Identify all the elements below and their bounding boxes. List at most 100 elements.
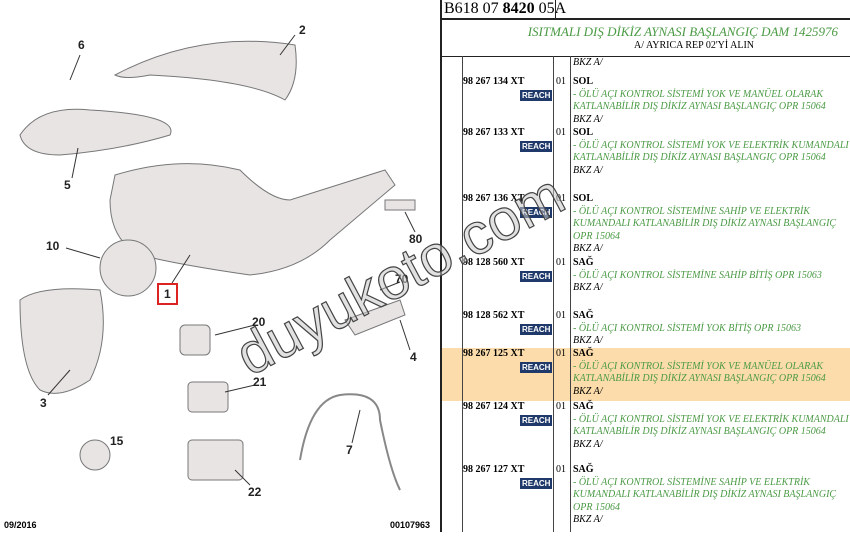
callout-20: 20 [252,315,266,329]
description-text: - ÖLÜ AÇI KONTROL SİSTEMİ YOK VE ELEKTRİ… [573,413,849,438]
reach-badge: REACH [520,478,553,489]
part-row[interactable]: 98 267 133 XT REACH 01 SOL- ÖLÜ AÇI KONT… [442,127,850,193]
callout-7: 7 [346,443,353,457]
quantity: 01 [556,401,566,412]
side-label: SOL [573,76,594,87]
side-label: SAĞ [573,464,594,475]
switch-22-shape [187,439,244,481]
part-description: SAĞ- ÖLÜ AÇI KONTROL SİSTEMİ YOK VE MANÜ… [573,348,850,398]
cable-7-shape [299,393,401,491]
side-label: SAĞ [573,348,594,359]
parts-diagram: 6 2 5 10 1 80 70 20 4 3 21 15 7 22 09/20… [4,23,431,530]
callout-21: 21 [253,375,267,389]
description-text: - ÖLÜ AÇI KONTROL SİSTEMİ YOK VE MANÜEL … [573,360,826,385]
reach-badge: REACH [520,324,553,335]
part-number: 98 267 136 XT [463,193,525,204]
description-text: - ÖLÜ AÇI KONTROL SİSTEMİNE SAHİP VE ELE… [573,205,837,242]
callout-80: 80 [409,232,423,246]
side-label: SOL [573,193,594,204]
column-line [570,56,571,532]
side-label: SAĞ [573,310,594,321]
quantity: 01 [556,257,566,268]
cap-15-shape [79,439,111,471]
quantity: 01 [556,76,566,87]
part-description: SAĞ- ÖLÜ AÇI KONTROL SİSTEMİNE SAHİP VE … [573,464,850,527]
description-text: - ÖLÜ AÇI KONTROL SİSTEMİ YOK VE ELEKTRİ… [573,139,849,164]
description-text: - ÖLÜ AÇI KONTROL SİSTEMİ YOK VE MANÜEL … [573,88,826,113]
column-line [462,56,463,532]
reach-badge: REACH [520,141,553,152]
part-row[interactable]: 98 267 124 XT REACH 01 SAĞ- ÖLÜ AÇI KONT… [442,401,850,464]
quantity: 01 [556,127,566,138]
side-label: SOL [573,127,594,138]
motor-shape [99,239,157,297]
callout-3: 3 [40,396,47,410]
part-description: SOL- ÖLÜ AÇI KONTROL SİSTEMİ YOK VE ELEK… [573,127,850,177]
part-description: SOL- ÖLÜ AÇI KONTROL SİSTEMİ YOK VE MANÜ… [573,76,850,126]
part-4-shape [344,299,406,336]
diagram-date: 09/2016 [4,520,37,530]
callout-15: 15 [110,434,124,448]
part-description: SAĞ- ÖLÜ AÇI KONTROL SİSTEMİ YOK VE ELEK… [573,401,850,451]
note: BKZ A/ [573,282,603,293]
part-number: 98 128 562 XT [463,310,525,321]
part-row[interactable]: 98 128 562 XT REACH 01 SAĞ- ÖLÜ AÇI KONT… [442,310,850,348]
part-description: SAĞ- ÖLÜ AÇI KONTROL SİSTEMİNE SAHİP BİT… [573,257,850,295]
side-label: SAĞ [573,257,594,268]
reach-badge: REACH [520,362,553,373]
part-row[interactable]: 98 267 134 XT REACH 01 SOL- ÖLÜ AÇI KONT… [442,76,850,127]
switch-20-shape [179,324,211,356]
reach-badge: REACH [520,207,553,218]
part-row[interactable]: 98 267 125 XT REACH 01 SAĞ- ÖLÜ AÇI KONT… [442,348,850,401]
divider [555,0,556,18]
reach-badge: REACH [520,90,553,101]
note: BKZ A/ [573,243,603,254]
part-number: 98 128 560 XT [463,257,525,268]
section-title: ISITMALI DIŞ DİKİZ AYNASI BAŞLANGIÇ DAM … [527,24,838,39]
part-number: 98 267 127 XT [463,464,525,475]
part-description: SOL- ÖLÜ AÇI KONTROL SİSTEMİNE SAHİP VE … [573,193,850,256]
part-number: 98 267 125 XT [463,348,525,359]
indicator-shape [19,108,172,156]
switch-21-shape [187,381,229,413]
callout-70: 70 [395,272,409,286]
note: BKZ A/ [573,164,603,176]
part-row[interactable]: 98 267 136 XT REACH 01 SOL- ÖLÜ AÇI KONT… [442,193,850,257]
note: BKZ A/ [573,514,603,525]
description-text: - ÖLÜ AÇI KONTROL SİSTEMİNE SAHİP VE ELE… [573,476,837,513]
divider [442,56,850,57]
first-note: BKZ A/ [573,57,603,68]
part-number: 98 267 134 XT [463,76,525,87]
side-label: SAĞ [573,401,594,412]
callout-10: 10 [46,239,60,253]
note: BKZ A/ [573,113,603,125]
part-description: SAĞ- ÖLÜ AÇI KONTROL SİSTEMİ YOK BİTİŞ O… [573,310,850,348]
note: BKZ A/ [573,385,603,397]
quantity: 01 [556,193,566,204]
note: BKZ A/ [573,335,603,346]
mirror-cover-shape [113,40,297,101]
column-line [553,56,554,532]
description-text: - ÖLÜ AÇI KONTROL SİSTEMİNE SAHİP BİTİŞ … [573,269,822,281]
reach-badge: REACH [520,415,553,426]
part-80-shape [384,199,416,211]
quantity: 01 [556,310,566,321]
note: BKZ A/ [573,438,603,450]
reference-code: B618 07 8420 05A [444,0,567,17]
part-row[interactable]: 98 128 560 XT REACH 01 SAĞ- ÖLÜ AÇI KONT… [442,257,850,310]
diagram-number: 00107963 [390,520,431,530]
callout-22: 22 [248,485,262,499]
description-text: - ÖLÜ AÇI KONTROL SİSTEMİ YOK BİTİŞ OPR … [573,322,801,334]
reach-badge: REACH [520,271,553,282]
mirror-exploded-view [19,34,416,491]
part-row[interactable]: 98 267 127 XT REACH 01 SAĞ- ÖLÜ AÇI KONT… [442,464,850,532]
callout-4: 4 [410,350,417,364]
part-number: 98 267 124 XT [463,401,525,412]
divider [442,18,850,20]
callout-1: 1 [157,283,178,305]
section-subtitle: A/ AYRICA REP 02'Yİ ALIN [634,40,754,51]
parts-list-panel: B618 07 8420 05A ISITMALI DIŞ DİKİZ AYNA… [440,0,850,532]
quantity: 01 [556,464,566,475]
callout-5: 5 [64,178,71,192]
part-number: 98 267 133 XT [463,127,525,138]
